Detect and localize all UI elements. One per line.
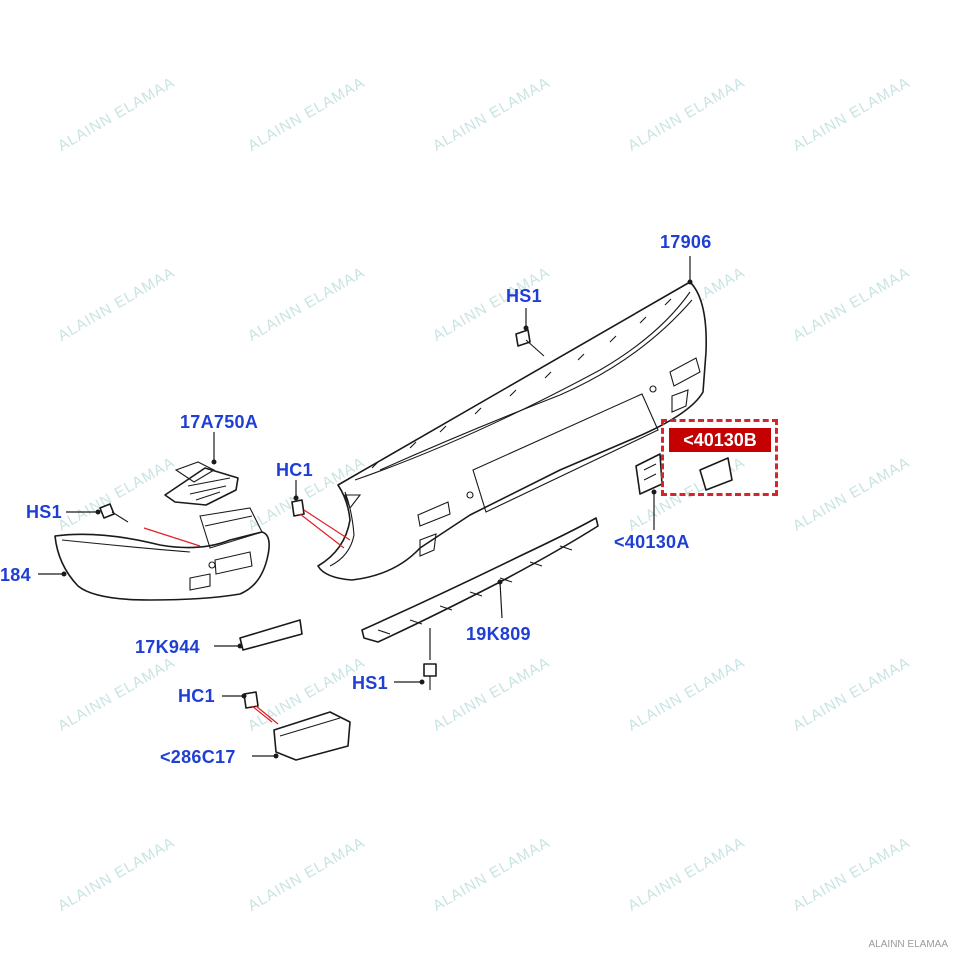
clip-hc1-bottom bbox=[243, 691, 259, 709]
screw-hs1-bottom bbox=[423, 663, 437, 690]
credit-watermark: ALAINN ELAMAA bbox=[868, 939, 948, 950]
bracket-286c17 bbox=[273, 711, 351, 761]
screw-hs1-left bbox=[99, 503, 129, 523]
strip-19k809 bbox=[361, 517, 599, 643]
bracket-40130a bbox=[635, 453, 663, 495]
bumper-end-184 bbox=[54, 507, 270, 601]
callout-17a750a: 17A750A bbox=[180, 412, 259, 432]
bracket-17a750a bbox=[164, 461, 239, 506]
callout-hs1-left: HS1 bbox=[26, 502, 62, 522]
callout-19k809: 19K809 bbox=[466, 624, 531, 644]
callout-hs1-top: HS1 bbox=[506, 286, 542, 306]
callout-184: 184 bbox=[0, 565, 31, 585]
callout-hc1-bottom: HC1 bbox=[178, 686, 215, 706]
callout-hs1-bottom: HS1 bbox=[352, 673, 388, 693]
bumper-cover-17906 bbox=[317, 281, 707, 581]
clip-hc1-mid bbox=[291, 499, 305, 517]
callout-286c17: <286C17 bbox=[160, 747, 236, 767]
callout-40130a: <40130A bbox=[614, 532, 690, 552]
reflector-17k944 bbox=[239, 619, 303, 651]
highlight-frame bbox=[661, 419, 778, 496]
clip-row bbox=[371, 298, 672, 469]
callout-17k944: 17K944 bbox=[135, 637, 200, 657]
cover-40130b bbox=[699, 457, 733, 491]
callout-hc1-mid: HC1 bbox=[276, 460, 313, 480]
screw-hs1-top bbox=[515, 329, 545, 357]
leader-lines bbox=[38, 256, 693, 759]
callout-40130b: <40130B bbox=[669, 428, 771, 452]
callout-17906: 17906 bbox=[660, 232, 712, 252]
